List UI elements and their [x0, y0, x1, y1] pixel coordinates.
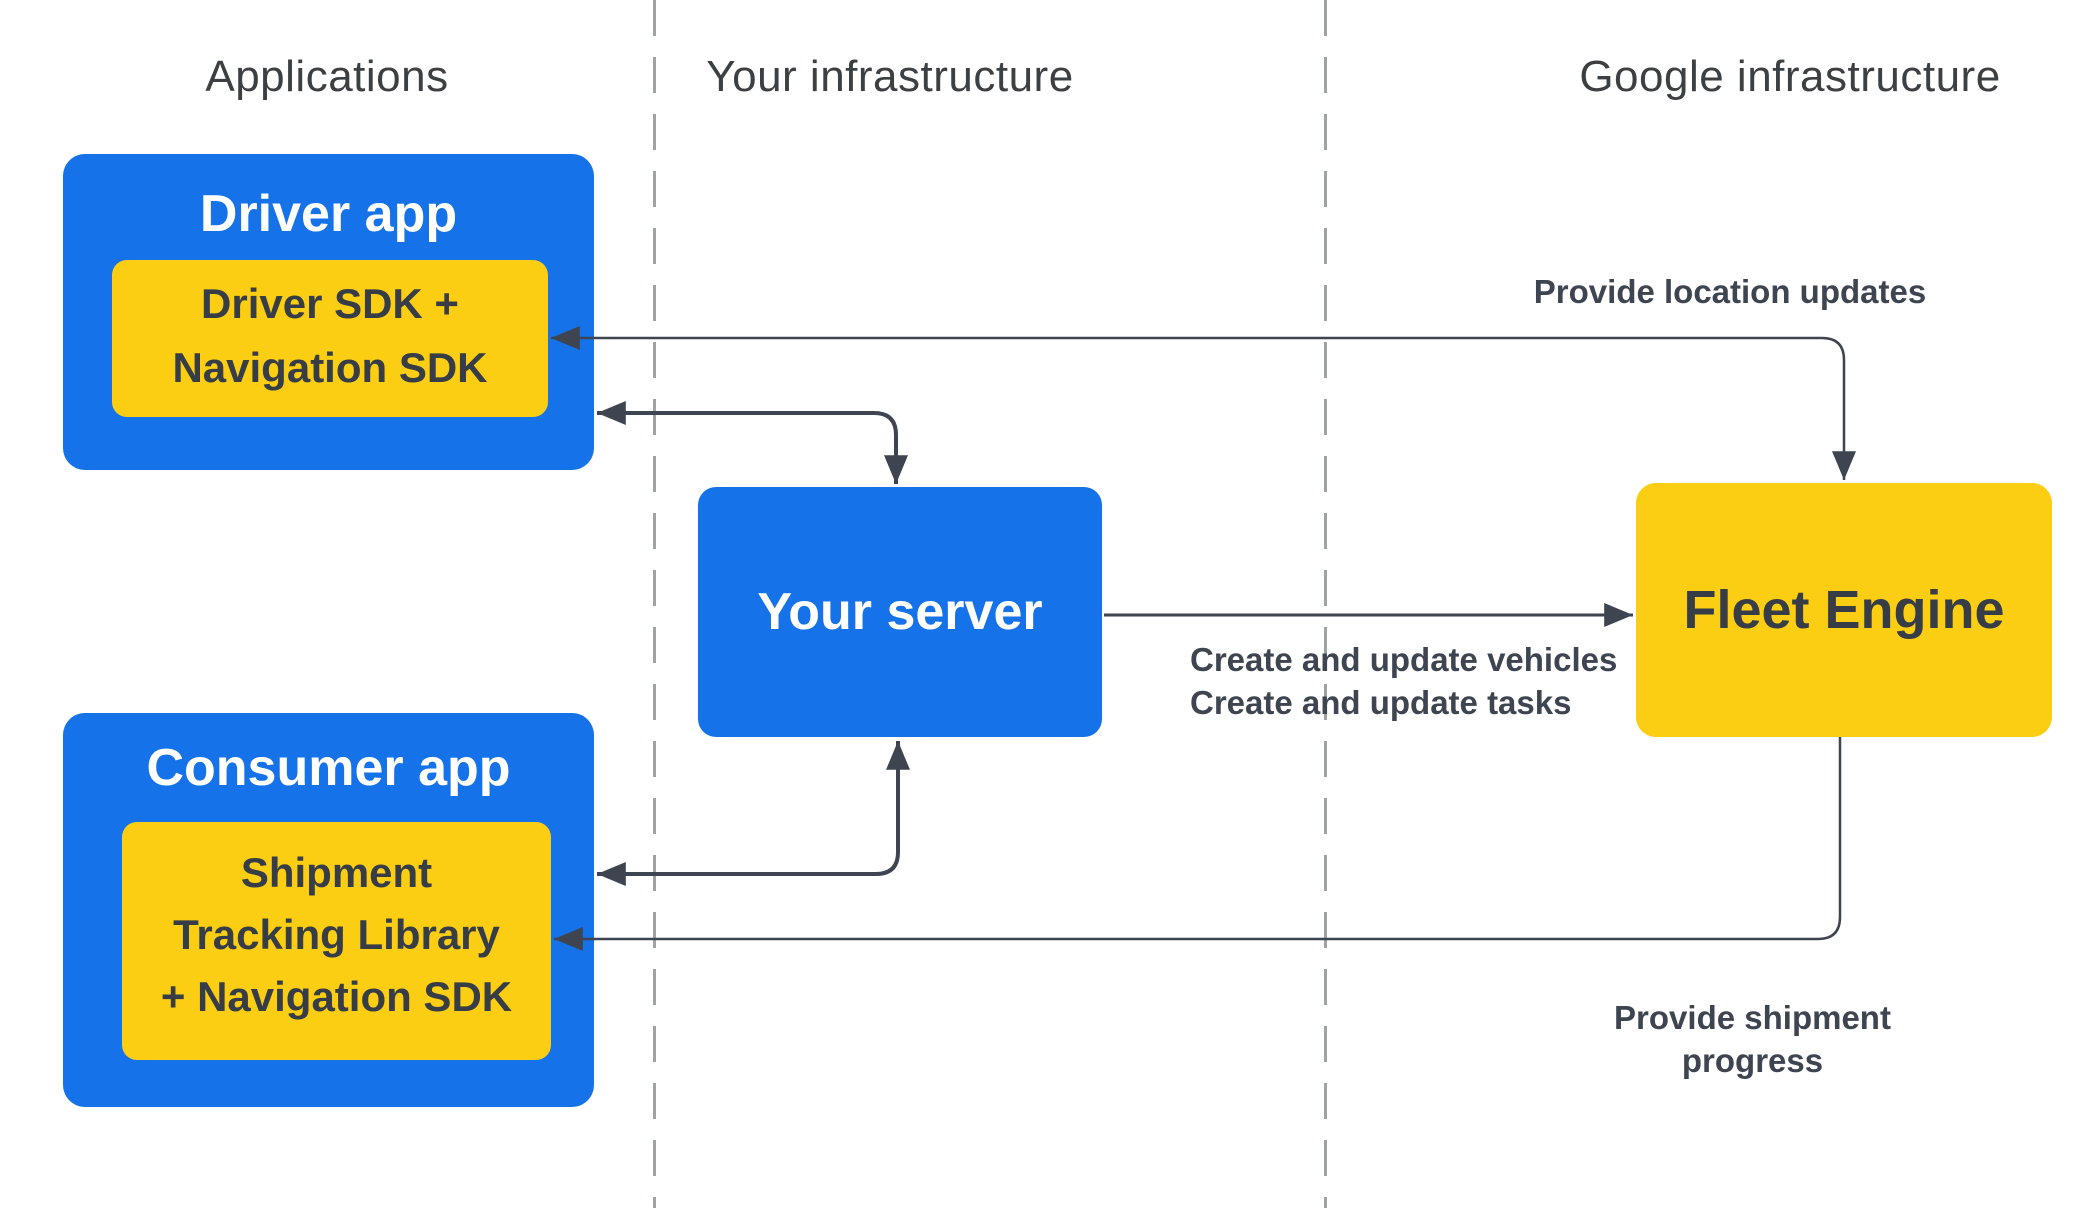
edge-provide-location-updates — [551, 326, 1856, 481]
column-header-google-infrastructure: Google infrastructure — [1579, 52, 2001, 101]
column-divider-left — [653, 0, 656, 1208]
column-header-applications: Applications — [205, 52, 449, 101]
driver-sdk-line-2: Navigation SDK — [172, 344, 488, 391]
shipment-tracking-node: Shipment Tracking Library + Navigation S… — [122, 822, 551, 1060]
column-divider-right — [1324, 0, 1327, 1208]
driver-app-node: Driver app Driver SDK + Navigation SDK — [63, 154, 594, 470]
label-provide-shipment-progress: Provide shipment progress — [1614, 999, 1891, 1079]
edge-consumer-app-your-server — [597, 741, 910, 886]
label-create-update-vehicles: Create and update vehicles — [1190, 641, 1618, 678]
consumer-app-title: Consumer app — [146, 739, 511, 797]
label-provide-location-updates: Provide location updates — [1533, 273, 1927, 310]
edge-driver-app-your-server — [597, 401, 908, 485]
shipment-tracking-line-1: Shipment — [240, 849, 433, 896]
your-server-node: Your server — [698, 487, 1102, 737]
edge-provide-shipment-progress — [554, 737, 1842, 951]
shipment-tracking-line-2: Tracking Library — [173, 911, 500, 958]
column-header-your-infrastructure: Your infrastructure — [706, 52, 1074, 101]
driver-app-title: Driver app — [199, 185, 458, 243]
label-create-update-tasks: Create and update tasks — [1190, 684, 1572, 721]
fleet-engine-node: Fleet Engine — [1636, 483, 2052, 737]
driver-sdk-node: Driver SDK + Navigation SDK — [112, 260, 548, 417]
consumer-app-node: Consumer app Shipment Tracking Library +… — [63, 713, 594, 1107]
driver-sdk-line-1: Driver SDK + — [201, 280, 459, 327]
shipment-tracking-line-3: + Navigation SDK — [160, 973, 513, 1020]
